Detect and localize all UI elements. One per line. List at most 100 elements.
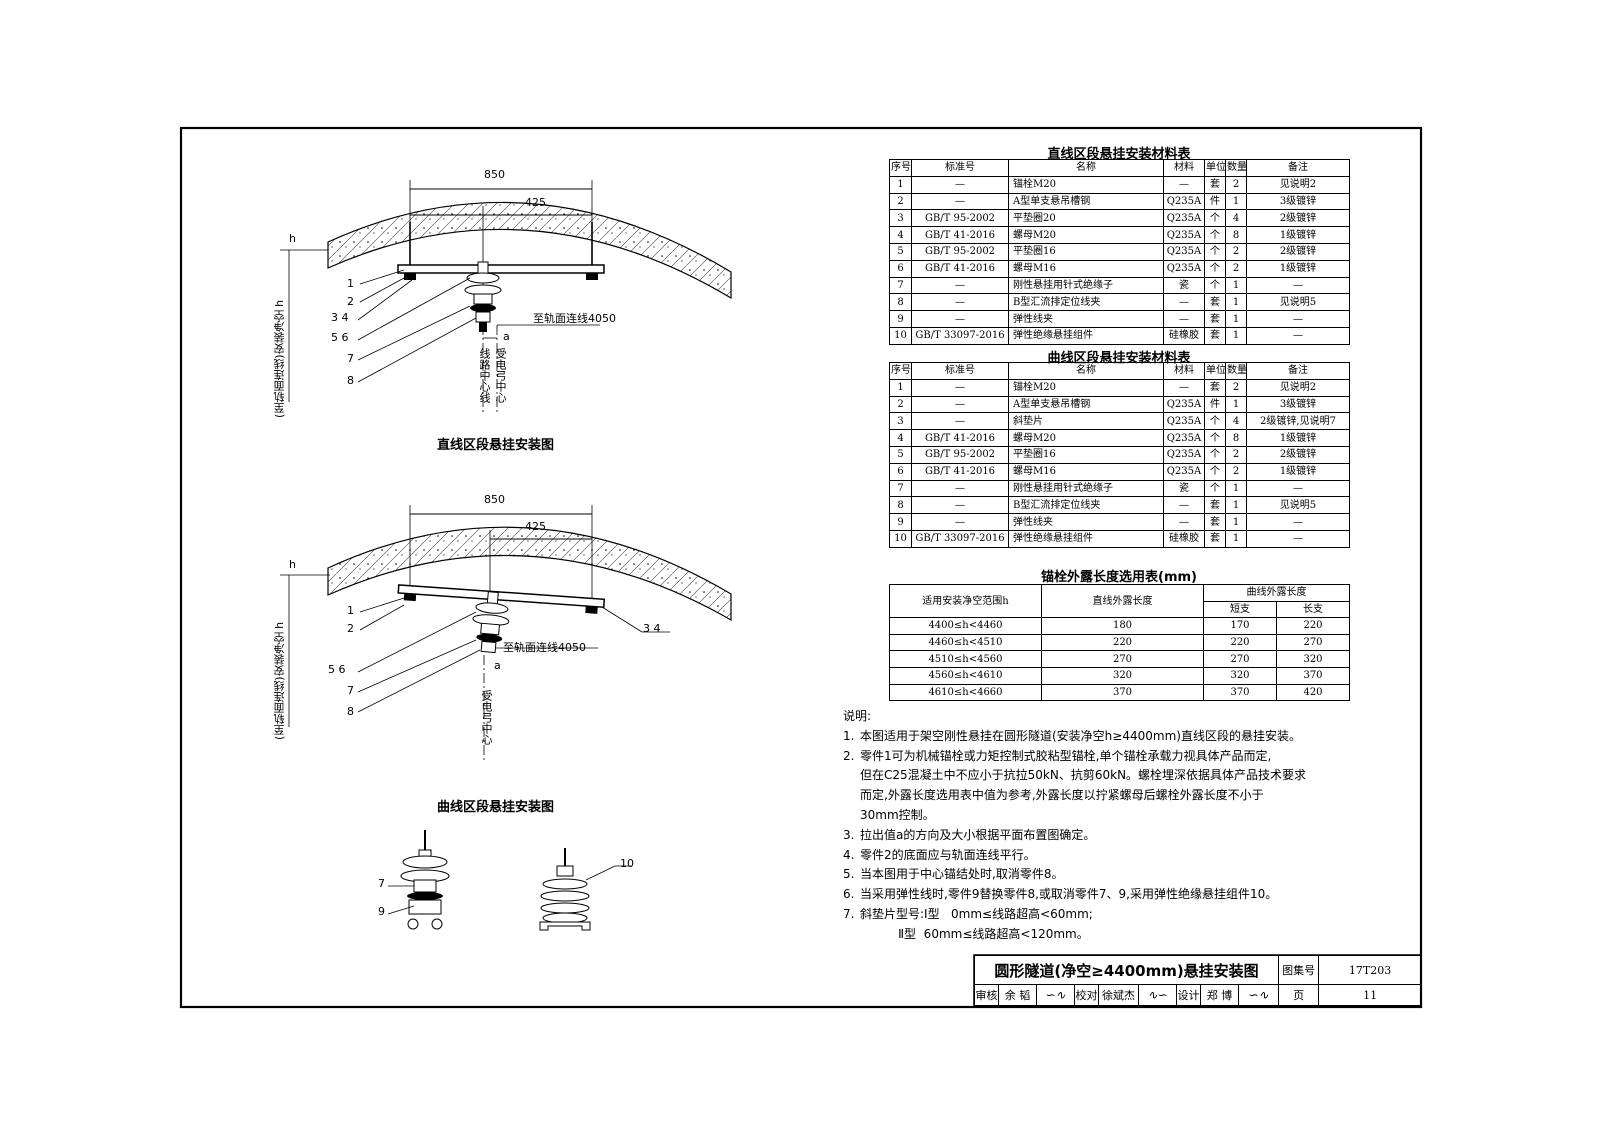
tunnel-lining-curve	[327, 526, 732, 622]
tag-s-1: 1	[347, 277, 354, 290]
table-cell: Q235A	[1163, 462, 1205, 481]
table-cell: 1	[1225, 310, 1247, 328]
table-cell: 弹性绝缘悬挂组件	[1008, 529, 1164, 548]
column-header: 数量	[1225, 362, 1247, 380]
table-cell: GB/T 41-2016	[911, 226, 1009, 244]
table-cell: 9	[889, 513, 912, 531]
note-number	[843, 806, 860, 826]
note-text: 而定,外露长度选用表中值为参考,外露长度以拧紧螺母后螺栓外露长度不小于	[860, 788, 1264, 803]
table-cell: GB/T 33097-2016	[911, 326, 1009, 345]
table-cell: 个	[1204, 276, 1226, 295]
straight-section-drawing	[280, 180, 732, 412]
table-cell: —	[911, 192, 1009, 211]
table-cell: 平垫圈16	[1008, 242, 1164, 261]
table-cell: 220	[1203, 633, 1277, 652]
center-line-label: 线路中心线	[478, 348, 491, 403]
tag-c-2: 2	[347, 622, 354, 635]
table-cell: 平垫圈20	[1008, 209, 1164, 228]
table-cell: 套	[1204, 326, 1226, 345]
table-cell: 见说明2	[1246, 378, 1350, 397]
review-label: 审核	[974, 984, 999, 1006]
table-cell: GB/T 41-2016	[911, 462, 1009, 481]
table-cell: 1	[889, 378, 912, 397]
to-rail-label-straight: 至轨面连线4050	[533, 312, 616, 325]
table-cell: 个	[1204, 259, 1226, 278]
tag-d-10: 10	[620, 857, 634, 870]
note-text: Ⅱ型 60mm≤线路超高<120mm。	[860, 926, 1089, 941]
column-header: 名称	[1008, 362, 1164, 380]
table-cell: 螺母M16	[1008, 462, 1164, 481]
table-cell: 2级镀锌	[1246, 242, 1350, 261]
table-cell: 2	[889, 192, 912, 211]
table-cell: 2级镀锌	[1246, 445, 1350, 464]
table-cell: 2级镀锌,见说明7	[1246, 412, 1350, 431]
table-cell: 个	[1204, 226, 1226, 244]
table-cell: GB/T 95-2002	[911, 445, 1009, 464]
table-cell: 个	[1204, 242, 1226, 261]
table-cell: 个	[1204, 462, 1226, 481]
dim-850-straight: 850	[484, 168, 505, 181]
detail-insulator-10	[539, 848, 632, 931]
table-cell: 个	[1204, 209, 1226, 228]
table-cell: 套	[1204, 496, 1226, 515]
table-cell: 8	[1225, 226, 1247, 244]
table-cell: 2	[1225, 462, 1247, 481]
table-cell: 1	[889, 175, 912, 194]
table-cell: 7	[889, 276, 912, 295]
note-item: 但在C25混凝土中不应小于抗拉50kN、抗剪60kN。螺栓埋深依据具体产品技术要…	[843, 766, 1363, 786]
tunnel-lining	[327, 201, 732, 300]
note-text: 斜垫片型号:Ⅰ型 0mm≤线路超高<60mm;	[860, 906, 1093, 921]
anchor-table-title: 锚栓外露长度选用表(mm)	[1041, 570, 1197, 585]
table-cell: 螺母M20	[1008, 226, 1164, 244]
title-block: 圆形隧道(净空≥4400mm)悬挂安装图 图集号 17T203 审核 余 韬 ∽…	[973, 955, 1423, 1006]
table-cell: 个	[1204, 429, 1226, 447]
note-number: 3.	[843, 827, 855, 842]
design-label: 设计	[1176, 984, 1201, 1006]
insulator-straight	[464, 261, 502, 332]
note-number: 1.	[843, 728, 855, 743]
tag-s-2: 2	[347, 295, 354, 308]
table-cell: 套	[1204, 175, 1226, 194]
table-cell: —	[1163, 310, 1205, 328]
table-cell: —	[911, 412, 1009, 431]
table-cell: 320	[1276, 650, 1350, 668]
table-cell: 1	[1225, 513, 1247, 531]
table-cell: B型汇流排定位线夹	[1008, 496, 1164, 515]
pull-a-straight: a	[503, 330, 510, 343]
table-cell: 4400≤h<4460	[889, 617, 1042, 635]
table-cell: 硅橡胶	[1163, 529, 1205, 548]
table-cell: —	[1246, 513, 1350, 531]
table-cell: 刚性悬挂用针式绝缘子	[1008, 479, 1164, 498]
table-cell: 1级镀锌	[1246, 259, 1350, 278]
curve-caption: 曲线区段悬挂安装图	[437, 800, 555, 815]
pantograph-center-label: 受电弓中心	[494, 348, 507, 403]
table-cell: A型单支悬吊槽钢	[1008, 395, 1164, 414]
note-item: 7.斜垫片型号:Ⅰ型 0mm≤线路超高<60mm;	[843, 905, 1363, 925]
table-cell: 10	[889, 529, 912, 548]
insulator-curve	[472, 591, 510, 654]
check-label: 校对	[1074, 984, 1099, 1006]
h-label-straight: h	[289, 232, 296, 245]
anchor-header-range: 适用安装净空范围h	[889, 583, 1042, 619]
table-cell: —	[911, 513, 1009, 531]
designer-signature: ∽∿	[1237, 984, 1280, 1006]
table-cell: 件	[1204, 395, 1226, 414]
anchor-header-long: 长支	[1276, 600, 1350, 619]
table-cell: 4	[1225, 412, 1247, 431]
table-cell: 锚栓M20	[1008, 378, 1164, 397]
table-cell: 8	[889, 496, 912, 515]
page-number: 11	[1318, 984, 1423, 1006]
table-cell: 锚栓M20	[1008, 175, 1164, 194]
table-cell: —	[911, 479, 1009, 498]
table-cell: 个	[1204, 479, 1226, 498]
pull-a-curve: a	[494, 659, 501, 672]
